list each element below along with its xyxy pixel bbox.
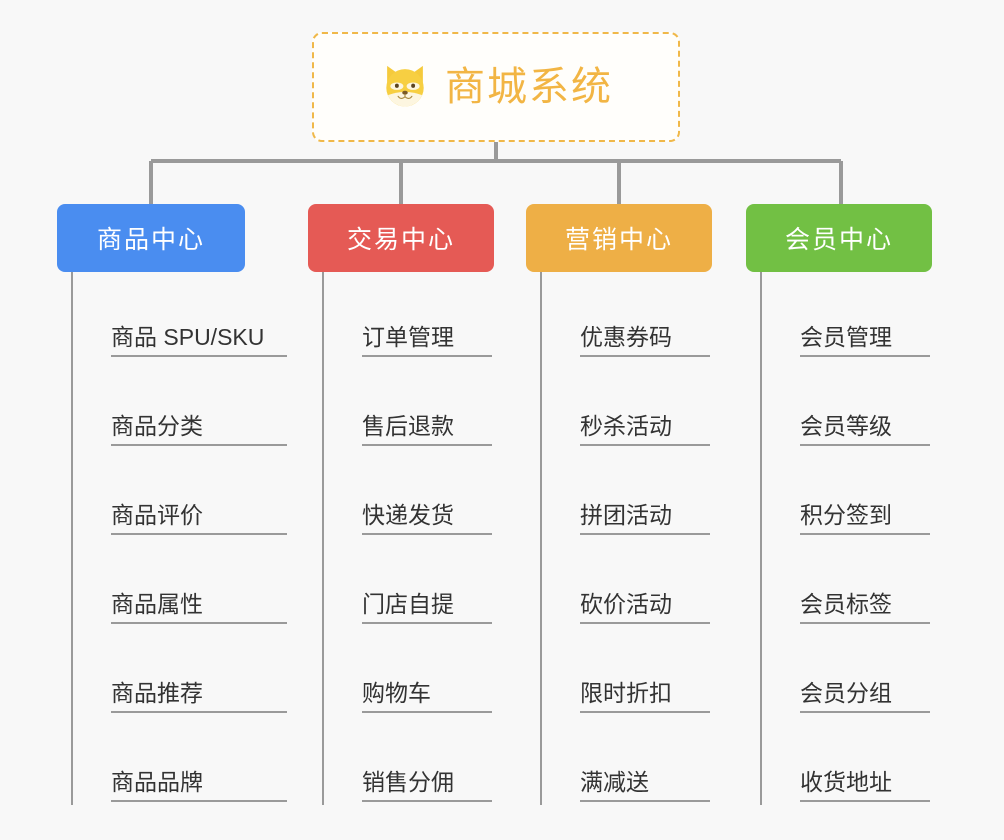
- leaf-label: 商品属性: [111, 591, 287, 624]
- leaf-label: 售后退款: [362, 413, 492, 446]
- leaf-item[interactable]: 购物车: [322, 628, 494, 717]
- shiba-dog-emoji: [386, 65, 424, 107]
- branch-header-products[interactable]: 商品中心: [57, 204, 245, 272]
- branch-header-marketing[interactable]: 营销中心: [526, 204, 712, 272]
- leaf-list-member: 会员管理 会员等级 积分签到 会员标签 会员分组 收货地址: [760, 272, 932, 806]
- leaf-label: 门店自提: [362, 591, 492, 624]
- leaf-label: 商品分类: [111, 413, 287, 446]
- leaf-item[interactable]: 限时折扣: [540, 628, 712, 717]
- leaf-label: 秒杀活动: [580, 413, 710, 446]
- leaf-label: 快递发货: [362, 502, 492, 535]
- leaf-label: 砍价活动: [580, 591, 710, 624]
- root-title: 商城系统: [445, 65, 613, 109]
- leaf-item[interactable]: 会员等级: [760, 361, 932, 450]
- leaf-label: 拼团活动: [580, 502, 710, 535]
- leaf-item[interactable]: 门店自提: [322, 539, 494, 628]
- leaf-item[interactable]: 订单管理: [322, 272, 494, 361]
- branch-header-trade[interactable]: 交易中心: [308, 204, 494, 272]
- branch-header-label: 营销中心: [564, 226, 673, 254]
- branch-header-label: 商品中心: [96, 226, 205, 254]
- branch-trade: 交易中心 订单管理 售后退款 快递发货 门店自提 购物车 销售分佣: [308, 204, 494, 806]
- leaf-label: 积分签到: [800, 502, 930, 535]
- leaf-label: 满减送: [580, 769, 710, 802]
- leaf-label: 订单管理: [362, 324, 492, 357]
- leaf-label: 商品推荐: [111, 680, 287, 713]
- branch-header-member[interactable]: 会员中心: [746, 204, 932, 272]
- leaf-item[interactable]: 商品品牌: [71, 717, 287, 806]
- leaf-label: 销售分佣: [362, 769, 492, 802]
- leaf-item[interactable]: 秒杀活动: [540, 361, 712, 450]
- leaf-list-trade: 订单管理 售后退款 快递发货 门店自提 购物车 销售分佣: [322, 272, 494, 806]
- leaf-item[interactable]: 收货地址: [760, 717, 932, 806]
- leaf-label: 会员分组: [800, 680, 930, 713]
- leaf-item[interactable]: 满减送: [540, 717, 712, 806]
- leaf-item[interactable]: 售后退款: [322, 361, 494, 450]
- leaf-item[interactable]: 销售分佣: [322, 717, 494, 806]
- leaf-list-marketing: 优惠券码 秒杀活动 拼团活动 砍价活动 限时折扣 满减送: [540, 272, 712, 806]
- leaf-item[interactable]: 商品 SPU/SKU: [71, 272, 287, 361]
- leaf-label: 商品评价: [111, 502, 287, 535]
- leaf-label: 限时折扣: [580, 680, 710, 713]
- leaf-label: 优惠券码: [580, 324, 710, 357]
- leaf-item[interactable]: 砍价活动: [540, 539, 712, 628]
- leaf-item[interactable]: 拼团活动: [540, 450, 712, 539]
- leaf-label: 购物车: [362, 680, 492, 713]
- leaf-label: 收货地址: [800, 769, 930, 802]
- leaf-label: 商品 SPU/SKU: [111, 324, 287, 357]
- leaf-label: 会员标签: [800, 591, 930, 624]
- leaf-item[interactable]: 会员分组: [760, 628, 932, 717]
- branch-products: 商品中心 商品 SPU/SKU 商品分类 商品评价 商品属性 商品推荐 商品品牌: [57, 204, 287, 806]
- leaf-item[interactable]: 积分签到: [760, 450, 932, 539]
- leaf-item[interactable]: 快递发货: [322, 450, 494, 539]
- leaf-label: 会员等级: [800, 413, 930, 446]
- root-node[interactable]: 商城系统: [312, 32, 680, 142]
- leaf-item[interactable]: 会员标签: [760, 539, 932, 628]
- leaf-item[interactable]: 商品分类: [71, 361, 287, 450]
- leaf-item[interactable]: 商品属性: [71, 539, 287, 628]
- leaf-item[interactable]: 优惠券码: [540, 272, 712, 361]
- leaf-item[interactable]: 会员管理: [760, 272, 932, 361]
- leaf-label: 会员管理: [800, 324, 930, 357]
- branch-marketing: 营销中心 优惠券码 秒杀活动 拼团活动 砍价活动 限时折扣 满减送: [526, 204, 712, 806]
- leaf-item[interactable]: 商品评价: [71, 450, 287, 539]
- branch-header-label: 会员中心: [784, 226, 893, 254]
- leaf-label: 商品品牌: [111, 769, 287, 802]
- leaf-list-products: 商品 SPU/SKU 商品分类 商品评价 商品属性 商品推荐 商品品牌: [71, 272, 287, 806]
- leaf-item[interactable]: 商品推荐: [71, 628, 287, 717]
- branch-member: 会员中心 会员管理 会员等级 积分签到 会员标签 会员分组 收货地址: [746, 204, 932, 806]
- branch-header-label: 交易中心: [346, 226, 455, 254]
